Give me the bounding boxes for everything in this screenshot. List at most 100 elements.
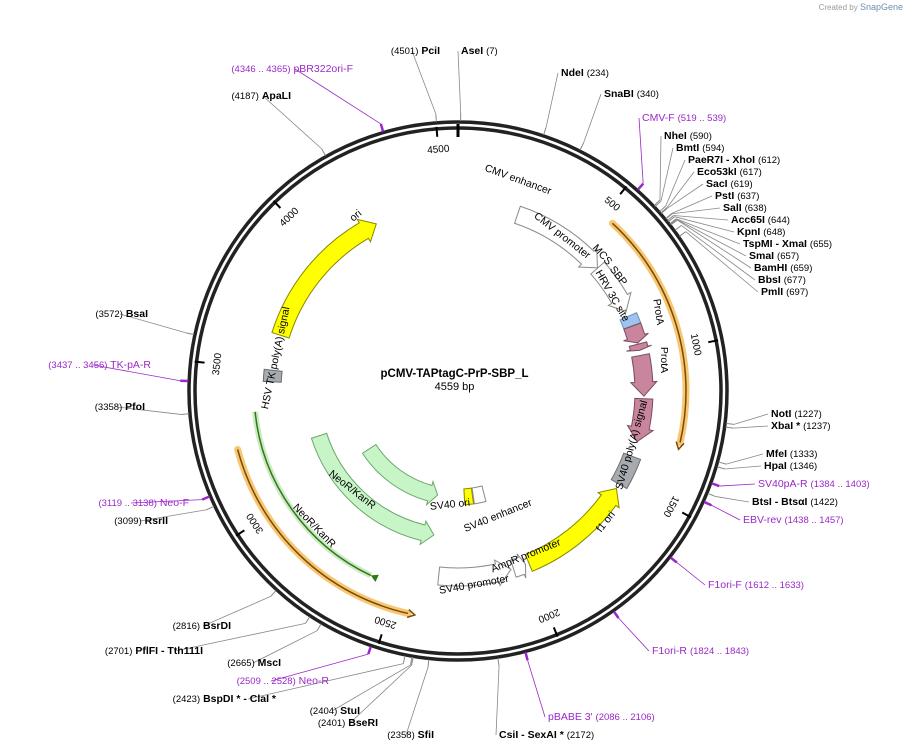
- site-label[interactable]: SmaI (657): [749, 250, 799, 263]
- site-label[interactable]: Eco53kI (617): [697, 166, 762, 179]
- site-label[interactable]: MfeI (1333): [766, 448, 817, 461]
- site-leader: [262, 95, 322, 150]
- primer-label[interactable]: CMV-F (519 .. 539): [642, 112, 726, 125]
- site-label[interactable]: (4501) PciI: [391, 45, 440, 58]
- site-label[interactable]: CsiI - SexAI * (2172): [499, 729, 594, 742]
- site-label[interactable]: NdeI (234): [561, 67, 609, 80]
- site-label[interactable]: PstI (637): [715, 190, 759, 203]
- site-label[interactable]: (2665) MscI: [227, 657, 281, 670]
- site-name: SalI: [723, 202, 742, 214]
- feature-label: ProtA: [650, 298, 666, 326]
- primer-label[interactable]: EBV-rev (1438 .. 1457): [743, 514, 844, 527]
- site-position: (2401): [317, 718, 346, 729]
- site-label[interactable]: BbsI (677): [758, 274, 806, 287]
- primer-label[interactable]: (3119 .. 3138) Neo-F: [98, 497, 189, 510]
- site-name: BseRI: [348, 717, 378, 729]
- site-label[interactable]: Acc65I (644): [731, 214, 790, 227]
- site-name: NdeI: [561, 67, 584, 79]
- site-leader: [583, 93, 602, 144]
- primer-leader: [711, 504, 741, 521]
- site-label[interactable]: SnaBI (340): [604, 88, 659, 101]
- site-label[interactable]: NheI (590): [664, 130, 712, 143]
- feature-sv40-poly-a-signal: [610, 452, 642, 490]
- site-label[interactable]: SalI (638): [723, 202, 767, 215]
- primer-mark: [612, 610, 620, 619]
- site-tick: [667, 215, 674, 221]
- site-name: PciI: [421, 45, 440, 57]
- site-leader: [733, 425, 769, 429]
- primer-label[interactable]: (3437 .. 3456) TK-pA-R: [48, 359, 151, 372]
- site-label[interactable]: (4187) ApaLI: [231, 90, 291, 103]
- site-label[interactable]: (2404) StuI: [310, 705, 360, 718]
- primer-name: F1ori-R: [652, 645, 688, 657]
- site-label[interactable]: (2816) BsrDI: [173, 620, 231, 633]
- site-leader: [405, 667, 429, 736]
- site-position: (638): [744, 203, 767, 214]
- site-name: MscI: [257, 657, 281, 669]
- site-label[interactable]: BtsI - BtsαI (1422): [752, 496, 838, 509]
- primer-label[interactable]: F1ori-R (1824 .. 1843): [652, 645, 749, 658]
- site-position: (697): [786, 287, 809, 298]
- site-label[interactable]: BmtI (594): [676, 142, 724, 155]
- site-label[interactable]: SacI (619): [706, 178, 753, 191]
- site-position: (657): [777, 251, 800, 262]
- site-label[interactable]: HpaI (1346): [764, 460, 817, 473]
- site-label[interactable]: (2701) PflFI - Tth111I: [105, 645, 203, 658]
- primer-range: (1824 .. 1843): [689, 646, 750, 657]
- primer-label[interactable]: (4346 .. 4365) pBR322ori-F: [231, 63, 353, 76]
- site-leader: [676, 219, 752, 269]
- site-label[interactable]: (2401) BseRI: [318, 717, 378, 730]
- site-label[interactable]: BamHI (659): [754, 262, 812, 275]
- site-label[interactable]: (2358) SfiI: [387, 729, 434, 742]
- site-label[interactable]: PmlI (697): [761, 286, 808, 299]
- site-label[interactable]: PaeR7I - XhoI (612): [688, 154, 780, 167]
- site-tick: [670, 219, 678, 226]
- site-label[interactable]: (3572) BsaI: [95, 308, 148, 321]
- site-label[interactable]: (2423) BspDI * - ClaI *: [173, 693, 276, 706]
- feature-sv40-ori: [463, 487, 475, 506]
- backbone-outer: [187, 120, 729, 662]
- primer-label[interactable]: F1ori-F (1612 .. 1633): [708, 579, 804, 592]
- tick-mark: [272, 200, 282, 209]
- feature-neor-kanr: [361, 443, 439, 507]
- primer-label[interactable]: pBABE 3' (2086 .. 2106): [548, 711, 655, 724]
- site-label[interactable]: XbaI * (1237): [771, 420, 831, 433]
- site-label[interactable]: NotI (1227): [771, 408, 822, 421]
- feature-label: NeoR/KanR: [326, 468, 378, 512]
- site-position: (1422): [810, 497, 838, 508]
- site-label[interactable]: KpnI (648): [737, 226, 785, 239]
- orf-arrow-head: [406, 608, 417, 619]
- site-leader: [174, 623, 306, 652]
- site-leader: [671, 195, 713, 214]
- site-tick: [661, 207, 668, 214]
- site-label[interactable]: (3358) PfoI: [95, 401, 145, 414]
- tick-label: 4000: [278, 205, 302, 229]
- site-leader: [672, 207, 721, 215]
- site-name: BtsI - BtsαI: [752, 496, 808, 508]
- site-position: (2665): [227, 658, 255, 669]
- primer-leader: [130, 499, 203, 504]
- site-tick: [427, 659, 430, 668]
- site-name: SmaI: [749, 250, 775, 262]
- site-position: (677): [783, 275, 806, 286]
- site-name: BspDI * - ClaI *: [203, 693, 276, 705]
- primer-label[interactable]: (2509 .. 2528) Neo-R: [237, 675, 329, 688]
- site-name: CsiI - SexAI *: [499, 729, 564, 741]
- feature-label: CMV enhancer: [483, 162, 553, 197]
- site-name: PflFI - Tth111I: [135, 645, 203, 657]
- site-name: BamHI: [754, 262, 788, 274]
- site-tick: [670, 218, 678, 225]
- site-leader: [411, 50, 437, 115]
- primer-mark: [524, 652, 529, 661]
- site-label[interactable]: (3099) RsrII: [114, 515, 168, 528]
- site-position: (2358): [387, 730, 415, 741]
- site-tick: [660, 207, 668, 214]
- site-leader: [660, 147, 674, 202]
- primer-leader: [294, 68, 382, 125]
- site-leader: [665, 159, 686, 207]
- site-label[interactable]: AseI (7): [461, 45, 498, 58]
- primer-label[interactable]: SV40pA-R (1384 .. 1403): [758, 478, 870, 491]
- site-label[interactable]: TspMI - XmaI (655): [743, 238, 832, 251]
- site-tick: [707, 492, 716, 497]
- site-name: MfeI: [766, 448, 787, 460]
